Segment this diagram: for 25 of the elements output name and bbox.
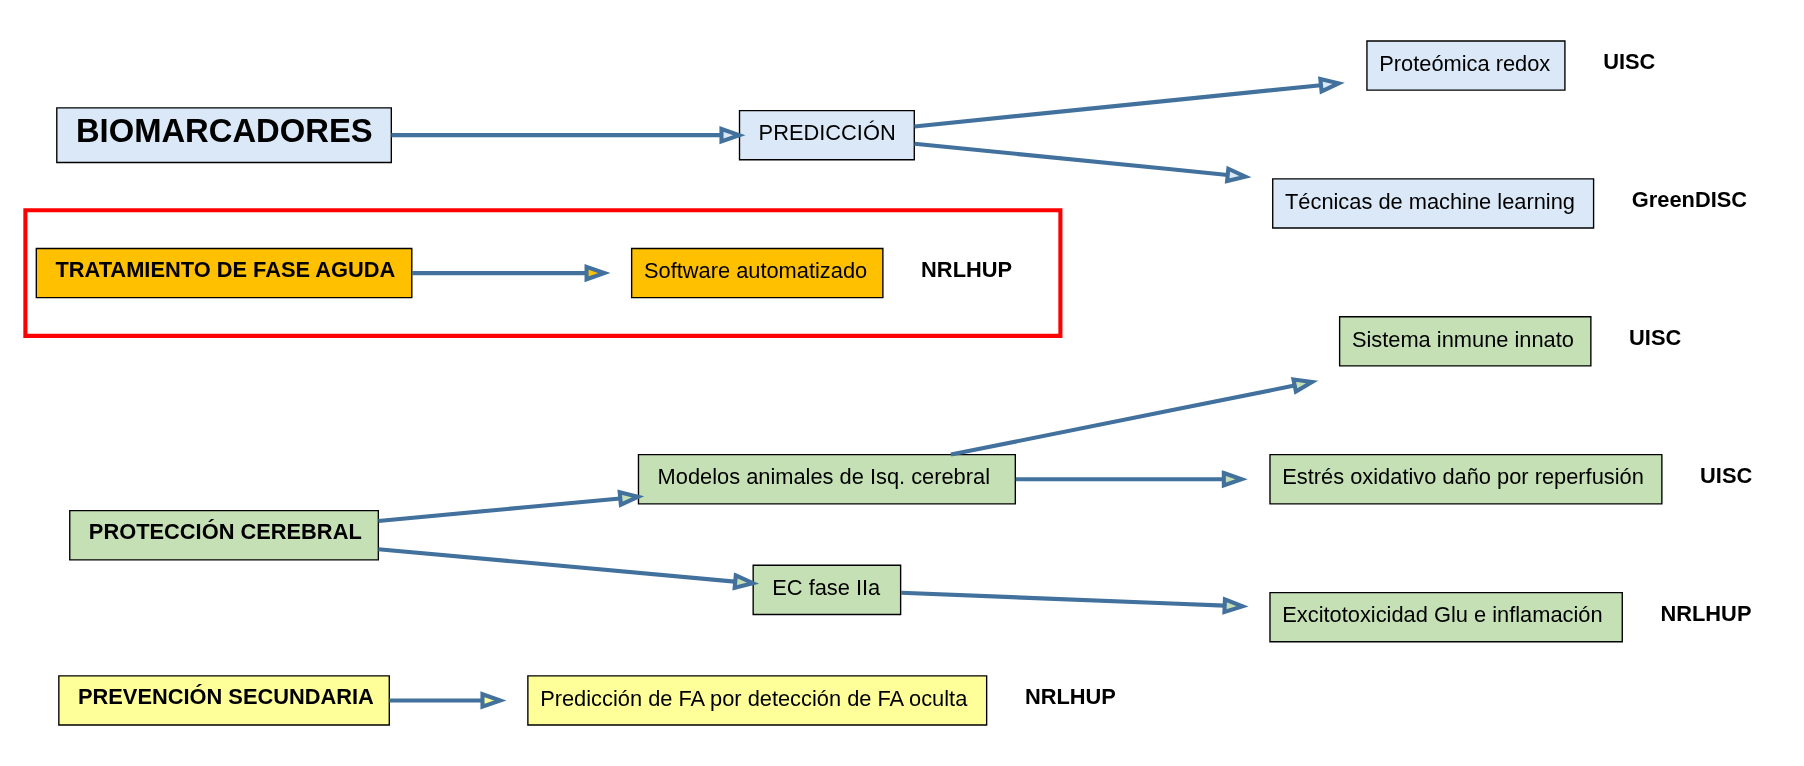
arrow <box>950 377 1319 457</box>
arrow <box>900 590 1249 615</box>
node-label: GreenDISC <box>1631 187 1748 213</box>
node-label: UISC <box>1603 49 1656 75</box>
node-box: TRATAMIENTO DE FASE AGUDA <box>35 247 413 299</box>
arrow <box>1015 470 1248 489</box>
node-box: BIOMARCADORES <box>56 107 392 164</box>
node-box: Modelos animales de Isq. cerebral <box>637 454 1016 505</box>
arrow <box>389 691 507 710</box>
arrow <box>914 141 1252 184</box>
arrow <box>412 264 611 283</box>
arrow <box>378 547 760 591</box>
node-box: PROTECCIÓN CEREBRAL <box>69 510 380 561</box>
arrow <box>378 489 645 524</box>
node-label: UISC <box>1700 463 1753 489</box>
arrow <box>914 76 1345 129</box>
node-box: PREVENCIÓN SECUNDARIA <box>58 675 390 726</box>
node-box: PREDICCIÓN <box>738 109 915 161</box>
cluster <box>23 208 1063 338</box>
node-label: NRLHUP <box>1024 684 1116 710</box>
node-label: UISC <box>1629 325 1682 351</box>
node-label: NRLHUP <box>1660 601 1752 626</box>
node-label: NRLHUP <box>921 256 1013 282</box>
arrow <box>391 126 746 145</box>
node-box: EC fase IIa <box>752 564 902 616</box>
